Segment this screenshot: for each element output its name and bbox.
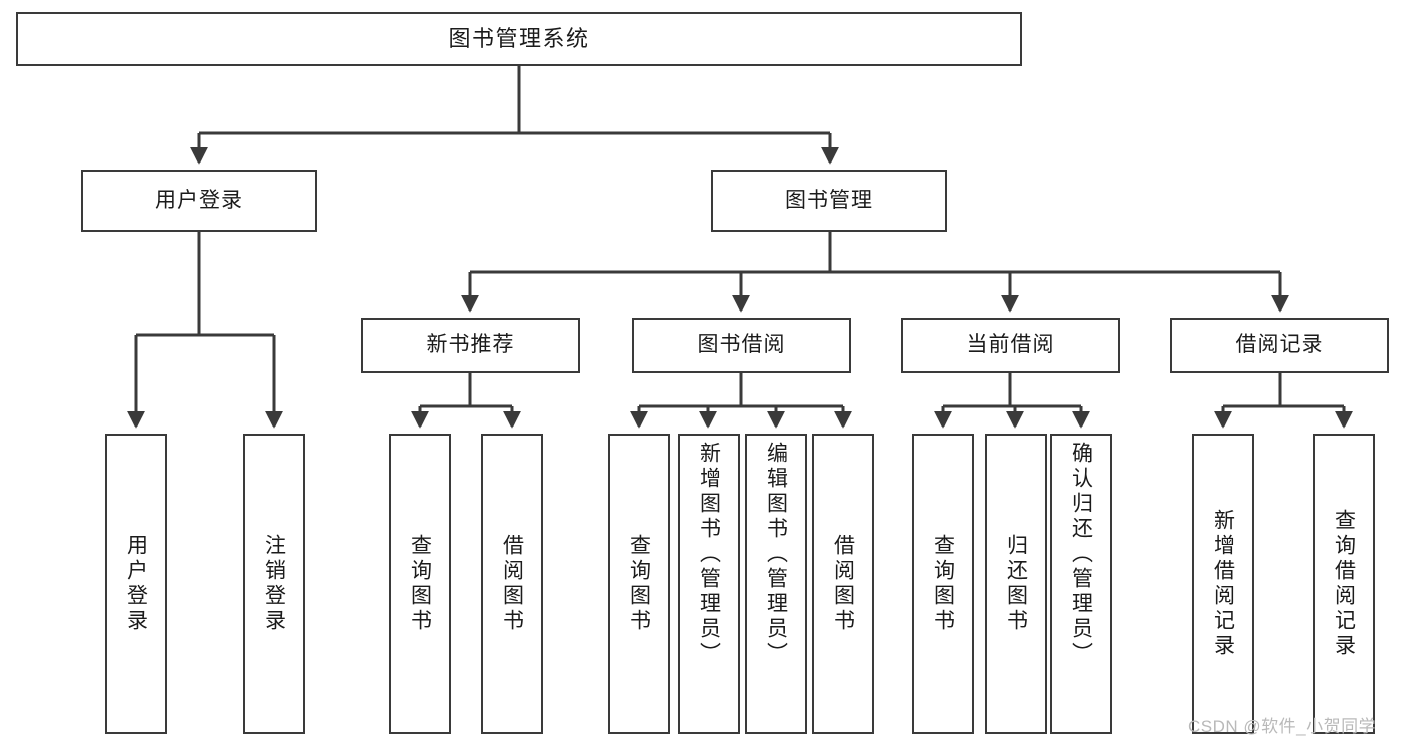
node-leaf-borrow-book-1-label: 借阅图书	[500, 534, 524, 634]
node-leaf-confirm-return-label: 确认归还（管理员）	[1069, 442, 1093, 667]
node-leaf-query-book-1-label: 查询图书	[408, 534, 432, 634]
node-current-borrow[interactable]: 当前借阅	[901, 318, 1120, 373]
node-leaf-edit-book-label: 编辑图书（管理员）	[764, 442, 788, 667]
node-borrow-record[interactable]: 借阅记录	[1170, 318, 1389, 373]
node-current-borrow-label: 当前借阅	[966, 333, 1055, 357]
node-leaf-add-record[interactable]: 新增借阅记录	[1192, 434, 1254, 734]
node-leaf-query-book-3[interactable]: 查询图书	[912, 434, 974, 734]
node-leaf-add-book[interactable]: 新增图书（管理员）	[678, 434, 740, 734]
node-leaf-add-record-label: 新增借阅记录	[1211, 509, 1235, 659]
node-leaf-logout[interactable]: 注销登录	[243, 434, 305, 734]
node-leaf-return-book[interactable]: 归还图书	[985, 434, 1047, 734]
node-leaf-confirm-return[interactable]: 确认归还（管理员）	[1050, 434, 1112, 734]
node-leaf-user-login-label: 用户登录	[124, 534, 148, 634]
node-leaf-add-book-label: 新增图书（管理员）	[697, 442, 721, 667]
node-leaf-edit-book[interactable]: 编辑图书（管理员）	[745, 434, 807, 734]
watermark-text: CSDN @软件_小贺同学	[1188, 717, 1377, 736]
node-leaf-query-record-label: 查询借阅记录	[1332, 509, 1356, 659]
node-book-manage-label: 图书管理	[785, 188, 873, 212]
node-user-login[interactable]: 用户登录	[81, 170, 317, 232]
node-leaf-return-book-label: 归还图书	[1004, 534, 1028, 634]
node-book-borrow[interactable]: 图书借阅	[632, 318, 851, 373]
node-book-borrow-label: 图书借阅	[697, 333, 786, 357]
node-borrow-record-label: 借阅记录	[1235, 333, 1324, 357]
node-leaf-query-book-2[interactable]: 查询图书	[608, 434, 670, 734]
node-leaf-borrow-book-1[interactable]: 借阅图书	[481, 434, 543, 734]
node-new-book-rec[interactable]: 新书推荐	[361, 318, 580, 373]
node-new-book-rec-label: 新书推荐	[426, 333, 515, 357]
node-leaf-borrow-book-2[interactable]: 借阅图书	[812, 434, 874, 734]
node-book-manage[interactable]: 图书管理	[711, 170, 947, 232]
node-leaf-user-login[interactable]: 用户登录	[105, 434, 167, 734]
node-leaf-query-book-3-label: 查询图书	[931, 534, 955, 634]
node-leaf-query-record[interactable]: 查询借阅记录	[1313, 434, 1375, 734]
node-leaf-borrow-book-2-label: 借阅图书	[831, 534, 855, 634]
node-root-label: 图书管理系统	[448, 26, 590, 52]
node-leaf-query-book-2-label: 查询图书	[627, 534, 651, 634]
node-leaf-query-book-1[interactable]: 查询图书	[389, 434, 451, 734]
node-root[interactable]: 图书管理系统	[16, 12, 1022, 66]
node-user-login-label: 用户登录	[155, 188, 243, 212]
node-leaf-logout-label: 注销登录	[262, 534, 286, 634]
